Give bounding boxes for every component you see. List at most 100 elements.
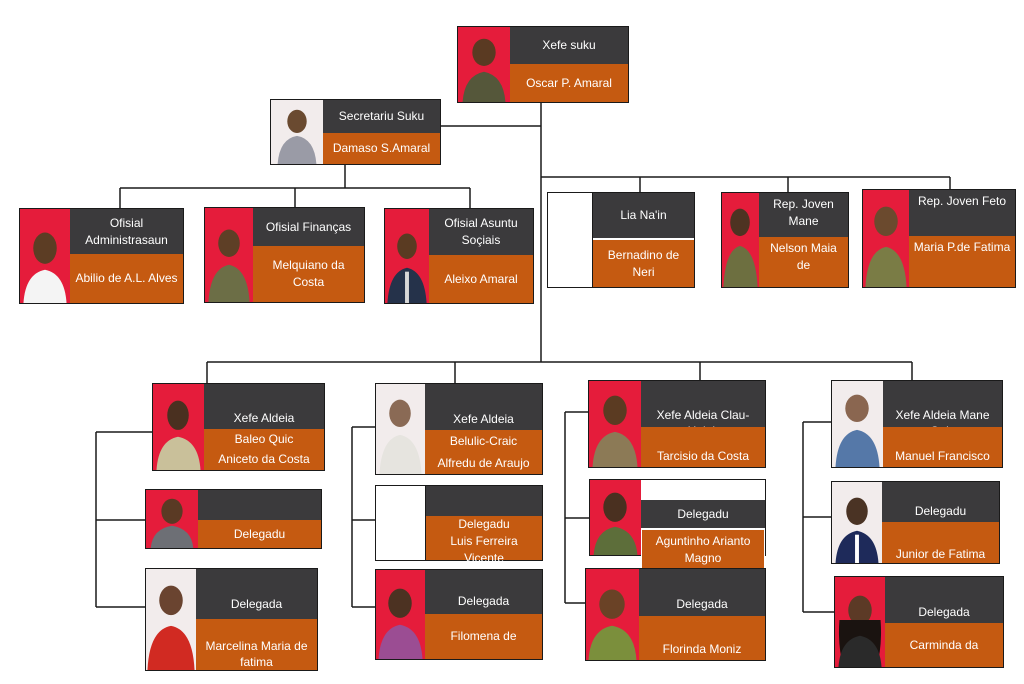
card-title: Rep. Joven Feto xyxy=(909,190,1015,236)
card-title: Xefe Aldeia Clau-Halek xyxy=(641,381,765,438)
card-name: Damaso S.Amaral xyxy=(323,133,440,164)
org-card-secretariu-suku: Secretariu Suku Damaso S.Amaral xyxy=(270,99,441,165)
card-name: Bernadino de Neri xyxy=(593,240,694,287)
person-icon xyxy=(208,229,250,302)
org-card-ofisial-financas: Ofisial Finanças Melquiano da Costa xyxy=(204,207,365,303)
person-photo xyxy=(20,209,70,303)
person-name: Aniceto da Costa xyxy=(218,452,310,467)
person-photo xyxy=(153,384,204,470)
card-title: Delegada xyxy=(885,577,1003,623)
person-photo xyxy=(376,570,425,659)
person-icon xyxy=(588,589,637,660)
person-icon xyxy=(835,497,879,563)
card-name: Florinda Moniz xyxy=(639,616,765,660)
aldeia-name: Belulic-Craic xyxy=(449,433,518,448)
card-name: Carminda da xyxy=(885,623,1003,667)
person-icon xyxy=(387,233,427,303)
org-card-xefe-aldeia-belulic-craic: Xefe Aldeia Belulic-Craic Alfredu de Ara… xyxy=(375,383,543,475)
org-card-delegada-3: Delegada Florinda Moniz xyxy=(585,568,766,661)
person-photo xyxy=(146,569,196,670)
card-title: Xefe Aldeia xyxy=(204,384,324,429)
org-card-delegadu-4: Delegadu Junior de Fatima xyxy=(831,481,1000,564)
person-name: Alfredu de Araujo xyxy=(437,455,530,470)
card-name: Aguntinho Arianto Magno xyxy=(641,529,765,571)
org-card-delegada-2: Delegada Filomena de xyxy=(375,569,543,660)
person-photo xyxy=(590,480,641,555)
card-name: Manuel Francisco xyxy=(883,427,1002,467)
person-photo xyxy=(376,486,426,560)
org-card-delegada-4: Delegada Carminda da xyxy=(834,576,1004,668)
card-name: Marcelina Maria de fatima xyxy=(196,619,317,670)
org-card-rep-joven-feto: Rep. Joven Feto Maria P.de Fatima xyxy=(862,189,1016,288)
person-icon xyxy=(156,400,201,470)
card-name: Junior de Fatima xyxy=(882,522,999,563)
org-card-xefe-aldeia-baleo-quic: Xefe Aldeia Baleo Quic Aniceto da Costa xyxy=(152,383,325,471)
person-icon xyxy=(147,585,195,670)
card-name: Melquiano da Costa xyxy=(253,246,364,302)
card-name: Delegadu xyxy=(198,520,321,548)
org-card-delegadu-3: Delegadu Aguntinho Arianto Magno xyxy=(589,479,766,571)
org-card-xefe-aldeia-mane-quic: Xefe Aldeia Mane Quic Manuel Francisco xyxy=(831,380,1003,468)
org-card-lia-nain: Lia Na'in Bernadino de Neri xyxy=(547,192,695,288)
person-photo xyxy=(835,577,885,667)
card-title: Delegadu xyxy=(882,482,999,522)
card-title: Rep. Joven Mane xyxy=(759,193,848,237)
card-title: Ofisial Asuntu Soçiais xyxy=(429,209,533,255)
org-card-delegadu-1: Delegadu xyxy=(145,489,322,549)
org-card-delegadu-2: Delegadu Luis Ferreira Vicente xyxy=(375,485,543,565)
card-title: Delegada xyxy=(639,569,765,616)
person-photo xyxy=(385,209,429,303)
card-title: Delegada xyxy=(196,569,317,619)
card-title xyxy=(426,486,542,516)
card-name: Tarcisio da Costa xyxy=(641,427,765,467)
card-name: Nelson Maia de xyxy=(759,237,848,287)
card-name: Delegadu Luis Ferreira Vicente xyxy=(426,516,542,565)
person-icon xyxy=(277,109,317,164)
org-card-xefe-suku: Xefe suku Oscar P. Amaral xyxy=(457,26,629,103)
person-photo xyxy=(376,384,425,474)
card-name: Abilio de A.L. Alves xyxy=(70,254,183,303)
person-icon xyxy=(592,395,638,467)
person-icon xyxy=(865,206,907,287)
org-card-ofisial-asuntu-sociais: Ofisial Asuntu Soçiais Aleixo Amaral xyxy=(384,208,534,304)
person-icon xyxy=(838,595,882,667)
person-photo xyxy=(832,381,883,467)
card-title: Delegadu xyxy=(641,500,765,528)
role-label: Delegadu xyxy=(458,517,510,531)
person-photo xyxy=(548,193,593,287)
card-title: Delegada xyxy=(425,570,542,614)
person-photo xyxy=(832,482,882,563)
card-name: Belulic-Craic Alfredu de Araujo xyxy=(425,430,542,474)
person-name: Luis Ferreira Vicente xyxy=(450,534,518,565)
aldeia-name: Baleo Quic xyxy=(234,431,294,446)
card-name: Maria P.de Fatima xyxy=(909,236,1015,287)
person-icon xyxy=(150,498,194,548)
person-icon xyxy=(723,208,758,287)
org-card-rep-joven-mane: Rep. Joven Mane Nelson Maia de xyxy=(721,192,849,288)
card-name: Baleo Quic Aniceto da Costa xyxy=(204,429,324,470)
person-icon xyxy=(835,394,880,467)
card-title xyxy=(198,490,321,520)
card-title: Ofisial Finanças xyxy=(253,208,364,246)
person-photo xyxy=(722,193,759,287)
org-card-xefe-aldeia-clau-halek: Xefe Aldeia Clau-Halek Tarcisio da Costa xyxy=(588,380,766,468)
org-card-ofisial-administrasaun: Ofisial Administrasaun Abilio de A.L. Al… xyxy=(19,208,184,304)
person-icon xyxy=(462,38,506,102)
card-name: Oscar P. Amaral xyxy=(510,64,628,102)
card-name: Filomena de xyxy=(425,614,542,659)
person-photo xyxy=(146,490,198,548)
card-name: Aleixo Amaral xyxy=(429,255,533,303)
person-photo xyxy=(589,381,641,467)
card-title: Secretariu Suku xyxy=(323,100,440,133)
person-photo xyxy=(586,569,639,660)
person-icon xyxy=(593,492,638,555)
card-title: Xefe Aldeia xyxy=(425,384,542,430)
person-photo xyxy=(863,190,909,287)
person-photo xyxy=(458,27,510,102)
card-title: Xefe suku xyxy=(510,27,628,64)
org-card-delegada-1: Delegada Marcelina Maria de fatima xyxy=(145,568,318,671)
card-title: Ofisial Administrasaun xyxy=(70,209,183,254)
person-icon xyxy=(23,232,67,303)
card-title: Lia Na'in xyxy=(593,193,694,238)
